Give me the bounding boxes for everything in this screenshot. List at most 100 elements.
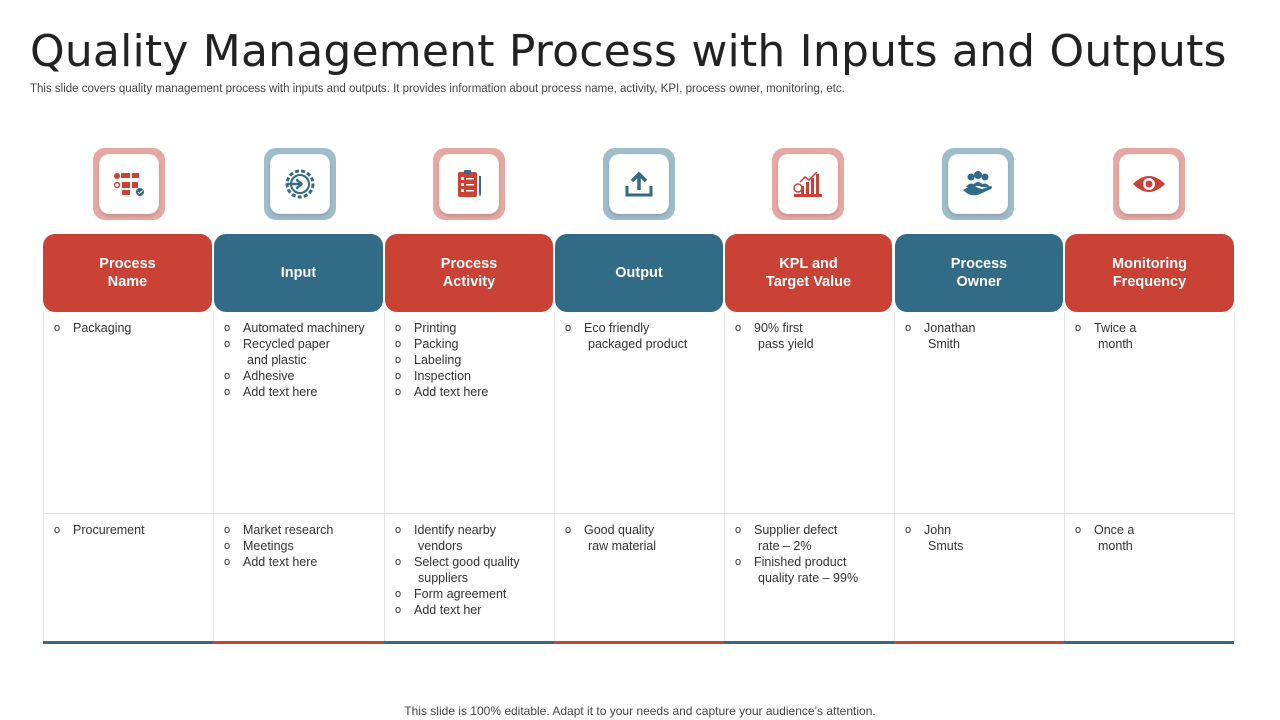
column-header-output: Output: [555, 234, 723, 312]
list-item-text: Jonathan: [924, 321, 976, 335]
column-header-monitoring: Monitoring Frequency: [1065, 234, 1234, 312]
bottom-accent-line: [894, 641, 1064, 644]
list-item: Adhesive: [224, 368, 376, 384]
icon-row: [43, 148, 1234, 220]
process-table: Packaging Automated machineryRecycled pap…: [43, 312, 1235, 643]
bullet-list: Identify nearbyvendorsSelect good qualit…: [395, 522, 546, 618]
bullet-list: Market researchMeetingsAdd text here: [224, 522, 376, 570]
list-item-text: Select good quality: [414, 555, 520, 569]
icon-box-process-name: [93, 148, 165, 220]
list-item-text: Packaging: [73, 321, 132, 335]
list-item: Twice a month: [1075, 320, 1226, 352]
list-item-text: John: [924, 523, 952, 537]
list-item-text: Inspection: [414, 369, 471, 383]
column-header-kpl: KPL and Target Value: [725, 234, 892, 312]
bullet-list: 90% first pass yield: [735, 320, 886, 352]
input-gear-icon: [285, 169, 315, 199]
list-item-text: Meetings: [243, 539, 294, 553]
table-cell: Identify nearbyvendorsSelect good qualit…: [385, 514, 555, 643]
list-item: 90% first pass yield: [735, 320, 886, 352]
list-item: Add text here: [224, 384, 376, 400]
icon-box-kpl: [772, 148, 844, 220]
icon-box-output: [603, 148, 675, 220]
eye-icon: [1133, 176, 1165, 192]
list-item: Labeling: [395, 352, 546, 368]
list-item-text: Packing: [414, 337, 459, 351]
list-item-text: and plastic: [247, 353, 307, 367]
process-flow-icon: [113, 173, 144, 196]
list-item-text: Adhesive: [243, 369, 295, 383]
list-item: Automated machinery: [224, 320, 376, 336]
bullet-list: Automated machineryRecycled paper and pla…: [224, 320, 376, 400]
list-item: Add text here: [224, 554, 376, 570]
list-item: Finished product quality rate – 99%: [735, 554, 886, 586]
icon-box-monitoring: [1113, 148, 1185, 220]
column-header-process-activity: Process Activity: [385, 234, 553, 312]
list-item-text: Procurement: [73, 523, 145, 537]
icon-box-process-owner: [942, 148, 1014, 220]
list-item-text: 90% first: [754, 321, 803, 335]
list-item: Add text her: [395, 602, 546, 618]
list-item-text: Form agreement: [414, 587, 507, 601]
header-row: Process Name Input Process Activity Outp…: [43, 234, 1234, 312]
list-item-text: Finished product: [754, 555, 847, 569]
bottom-accent-line: [724, 641, 894, 644]
list-item-text: Once a: [1094, 523, 1135, 537]
team-hand-icon: [963, 171, 992, 196]
list-item-text: Smuts: [928, 539, 964, 553]
list-item-text: Automated machinery: [243, 321, 365, 335]
list-item-text: Labeling: [414, 353, 462, 367]
list-item-text: Add text her: [414, 603, 482, 617]
list-item: Packing: [395, 336, 546, 352]
list-item-text: Recycled paper: [243, 337, 330, 351]
list-item-text: vendors: [418, 539, 463, 553]
page-title: Quality Management Process with Inputs a…: [30, 26, 1227, 77]
table-cell: 90% first pass yield: [725, 312, 895, 514]
list-item-text: Add text here: [414, 385, 489, 399]
list-item-text: Add text here: [243, 555, 318, 569]
list-item-text: Twice a: [1094, 321, 1137, 335]
list-item: Printing: [395, 320, 546, 336]
bottom-accent-line: [1064, 641, 1234, 644]
list-item-text: Eco friendly: [584, 321, 650, 335]
bullet-list: Twice a month: [1075, 320, 1226, 352]
table-cell: Packaging: [44, 312, 214, 514]
list-item-text: Supplier defect: [754, 523, 838, 537]
table-cell: Market researchMeetingsAdd text here: [214, 514, 385, 643]
table-cell: Twice a month: [1065, 312, 1235, 514]
list-item-text: Market research: [243, 523, 334, 537]
list-item-text: month: [1098, 337, 1133, 351]
list-item-text: quality rate – 99%: [758, 571, 859, 585]
clipboard-checklist-icon: [458, 170, 481, 197]
list-item-text: pass yield: [758, 337, 814, 351]
upload-icon: [625, 171, 653, 197]
list-item: Packaging: [54, 320, 205, 336]
list-item-text: Smith: [928, 337, 960, 351]
list-item: Meetings: [224, 538, 376, 554]
bottom-accent-line: [43, 641, 213, 644]
list-item: Inspection: [395, 368, 546, 384]
column-header-input: Input: [214, 234, 383, 312]
list-item-text: Good quality: [584, 523, 655, 537]
column-header-process-name: Process Name: [43, 234, 212, 312]
list-item-text: Printing: [414, 321, 457, 335]
bottom-accent-line: [213, 641, 384, 644]
list-item-text: Add text here: [243, 385, 318, 399]
